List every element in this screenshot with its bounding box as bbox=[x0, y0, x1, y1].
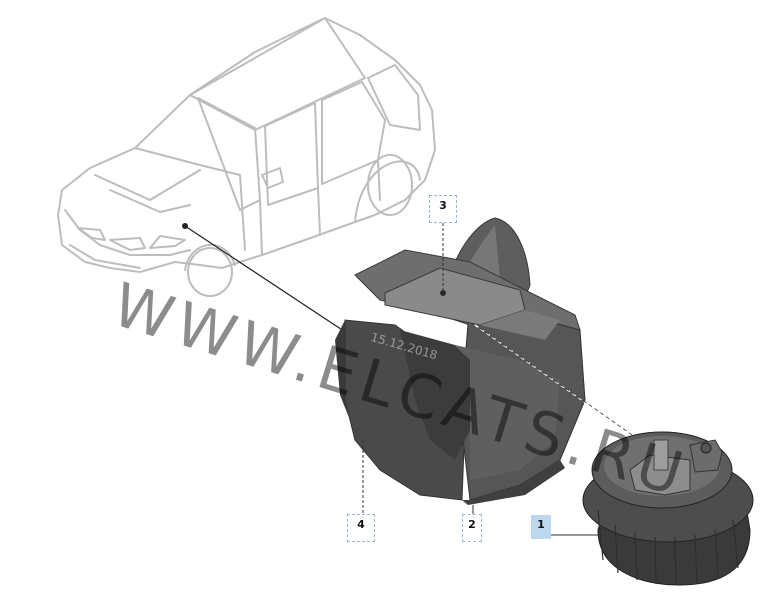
leader-car-to-part bbox=[182, 223, 366, 346]
callout-1-label: 1 bbox=[537, 518, 545, 531]
leader-lines bbox=[362, 223, 666, 536]
callout-4-label: 4 bbox=[357, 518, 365, 531]
callout-3[interactable]: 3 bbox=[429, 195, 457, 223]
callout-1[interactable]: 1 bbox=[531, 515, 551, 539]
bracket-part bbox=[335, 217, 586, 505]
callout-3-label: 3 bbox=[439, 199, 447, 212]
car-outline-illustration bbox=[57, 17, 436, 297]
horn-part bbox=[582, 431, 754, 586]
callout-2-label: 2 bbox=[468, 518, 476, 531]
callout-2[interactable]: 2 bbox=[462, 514, 482, 542]
callout-4[interactable]: 4 bbox=[347, 514, 375, 542]
